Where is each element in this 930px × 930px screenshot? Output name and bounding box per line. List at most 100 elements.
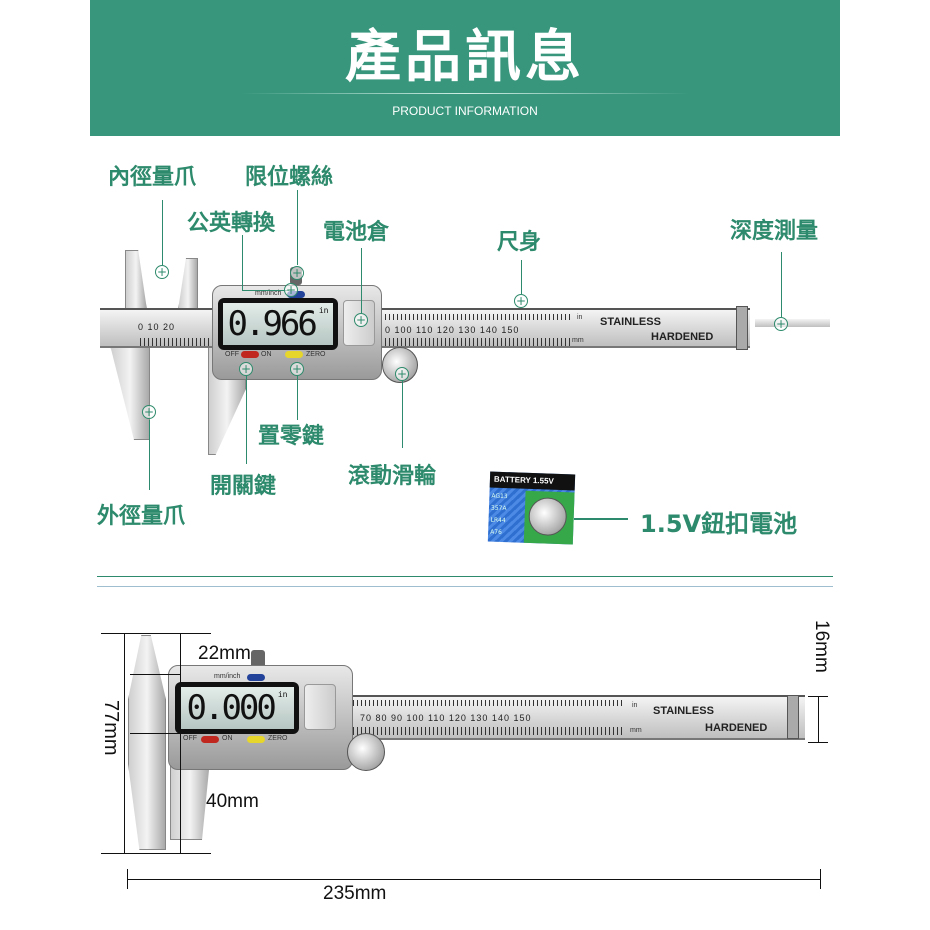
thumb-wheel: [347, 733, 385, 771]
zero-label: ZERO: [268, 735, 288, 742]
battery-image: BATTERY 1.55V AG13 357A LR44 A76: [487, 471, 576, 545]
brand-stainless: STAINLESS: [600, 316, 661, 328]
mm-ticks: [345, 727, 625, 735]
leader-line: [242, 290, 289, 291]
off-label: OFF: [183, 735, 197, 742]
zero-label: ZERO: [306, 351, 326, 358]
marker-plus-icon: +: [395, 367, 409, 381]
leader-line: [162, 200, 163, 265]
leader-line: [781, 252, 782, 317]
brand-hardened: HARDENED: [651, 331, 714, 343]
leader-line: [402, 381, 403, 448]
inch-label: in: [632, 702, 638, 709]
dimension-tick: [130, 733, 180, 734]
dimension-height-label: 77mm: [100, 700, 122, 756]
marker-plus-icon: +: [239, 362, 253, 376]
mm-ticks: [385, 338, 570, 346]
dimension-jaw-depth-label: 22mm: [198, 643, 251, 664]
leader-line: [242, 235, 243, 290]
on-label: ON: [261, 351, 272, 358]
dimension-tick: [130, 674, 180, 675]
dimension-beam-height-label: 16mm: [811, 620, 832, 673]
lcd-reading: 0.966: [227, 304, 318, 344]
end-cap: [736, 306, 748, 350]
label-inner-jaw: 內徑量爪: [108, 165, 197, 190]
dimension-line-length: [127, 879, 820, 880]
leader-line: [149, 420, 150, 490]
mode-label: mm/inch: [214, 673, 241, 680]
mm-label: mm: [572, 337, 584, 344]
marker-plus-icon: +: [290, 362, 304, 376]
dimension-jaw-length-label: 40mm: [206, 791, 259, 812]
on-label: ON: [222, 735, 233, 742]
marker-plus-icon: +: [142, 405, 156, 419]
section-divider: [97, 586, 833, 587]
power-button[interactable]: [241, 351, 259, 358]
brand-hardened: HARDENED: [705, 722, 768, 734]
marker-plus-icon: +: [514, 294, 528, 308]
battery-model: AG13: [491, 492, 508, 501]
ruler-beam: 70 80 90 100 110 120 130 140 150 in mm S…: [340, 695, 805, 740]
mode-label: mm/inch: [255, 290, 282, 297]
lcd-unit: in: [318, 306, 329, 315]
outer-jaw-fixed: [110, 345, 150, 440]
label-thumb-wheel: 滾動滑輪: [348, 464, 437, 489]
label-zero-button: 置零鍵: [258, 424, 325, 449]
dimension-line-height: [124, 633, 125, 853]
marker-plus-icon: +: [774, 317, 788, 331]
inch-ticks: [385, 314, 570, 320]
label-outer-jaw: 外徑量爪: [97, 504, 186, 529]
page-subtitle: PRODUCT INFORMATION: [392, 104, 538, 118]
marker-plus-icon: +: [290, 266, 304, 280]
leader-line: [361, 248, 362, 313]
dimension-tick: [820, 869, 821, 889]
label-battery-compartment: 電池倉: [323, 220, 390, 245]
ruler-beam: 0 10 20 0 100 110 120 130 140 150 in mm …: [100, 306, 750, 350]
scale-numbers-left: 0 10 20: [138, 322, 176, 332]
dimension-tick: [101, 853, 211, 854]
battery-model: 357A: [490, 504, 507, 513]
battery-cover[interactable]: [304, 684, 336, 730]
dimension-tick: [127, 869, 128, 889]
label-unit-switch: 公英轉換: [187, 211, 276, 236]
inch-label: in: [577, 314, 583, 321]
inner-jaw-fixed: [125, 250, 147, 310]
label-power-button: 開關鍵: [210, 474, 277, 499]
label-ruler-body: 尺身: [497, 230, 542, 255]
power-button[interactable]: [201, 736, 219, 743]
inner-jaw-slider: [178, 258, 198, 310]
limit-screw: [251, 650, 265, 668]
off-label: OFF: [225, 351, 239, 358]
leader-line: [246, 376, 247, 464]
mm-inch-button[interactable]: [247, 674, 265, 681]
battery-header: BATTERY 1.55V: [489, 471, 576, 491]
label-button-cell: 1.5V鈕扣電池: [640, 510, 798, 538]
brand-stainless: STAINLESS: [653, 705, 714, 717]
title-divider: [240, 93, 690, 94]
dimension-tick: [101, 633, 211, 634]
fixed-jaw: [128, 635, 166, 850]
dimension-length-label: 235mm: [323, 883, 387, 904]
zero-button[interactable]: [285, 351, 303, 358]
leader-line: [297, 190, 298, 265]
mm-label: mm: [630, 727, 642, 734]
scale-ticks: [140, 338, 215, 346]
page-title: 產品訊息: [345, 25, 585, 90]
marker-plus-icon: +: [354, 313, 368, 327]
dimension-line-beam: [818, 696, 819, 742]
zero-button[interactable]: [247, 736, 265, 743]
marker-plus-icon: +: [284, 283, 298, 297]
header-banner: 產品訊息 PRODUCT INFORMATION: [90, 0, 840, 136]
dimension-tick: [808, 742, 828, 743]
scale-numbers: 0 100 110 120 130 140 150: [385, 325, 520, 335]
scale-numbers: 70 80 90 100 110 120 130 140 150: [360, 713, 532, 723]
label-limit-screw: 限位螺絲: [245, 165, 334, 190]
battery-models: AG13 357A LR44 A76: [490, 491, 508, 540]
battery-model: LR44: [490, 516, 506, 525]
leader-line: [521, 260, 522, 294]
leader-line: [297, 376, 298, 420]
lcd-reading: 0.000: [186, 688, 277, 728]
depth-rod: [755, 319, 830, 327]
